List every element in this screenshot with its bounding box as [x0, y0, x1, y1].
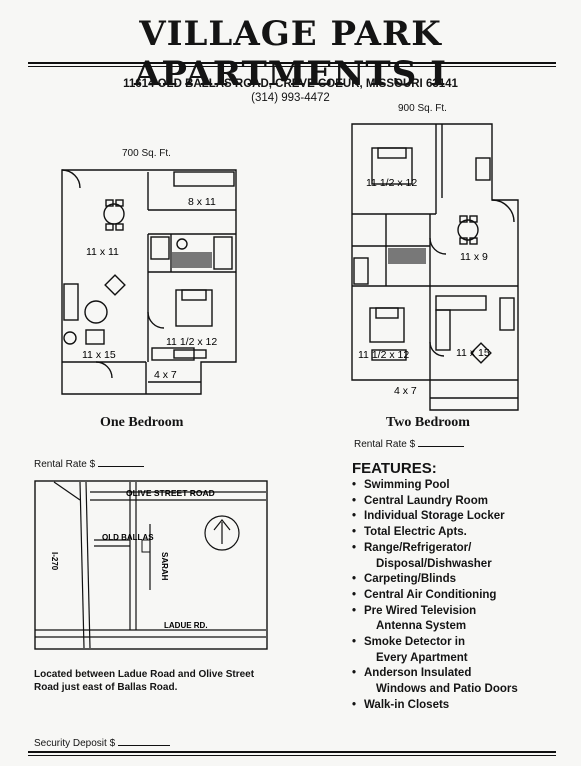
- two-bedroom-rental-rate: Rental Rate $: [354, 437, 464, 450]
- header-rule: [28, 62, 556, 64]
- features-title: FEATURES:: [352, 460, 437, 477]
- two-bedroom-sqft: 900 Sq. Ft.: [398, 103, 447, 114]
- room-balcony-2: 4 x 7: [394, 385, 417, 397]
- list-item: Carpeting/Blinds: [352, 572, 579, 588]
- security-deposit-blank: [117, 736, 170, 746]
- list-item: Individual Storage Locker: [352, 509, 579, 525]
- room-dining-2: 11 x 9: [460, 251, 488, 263]
- features-list: Swimming Pool Central Laundry Room Indiv…: [352, 478, 579, 714]
- i270-label: I-270: [50, 552, 59, 571]
- olive-road-label: OLIVE STREET ROAD: [126, 488, 215, 498]
- list-item: Central Laundry Room: [352, 494, 579, 510]
- location-description: Located between Ladue Road and Olive Str…: [34, 669, 255, 693]
- two-bedroom-label: Two Bedroom: [386, 415, 470, 430]
- one-bedroom-floor-plan: 8 x 11 11 x 11 11 x 15 11 1/2 x 12 4 x 7: [61, 169, 237, 395]
- page-title: VILLAGE PARK APARTMENTS I: [133, 14, 448, 94]
- location-map: OLIVE STREET ROAD OLD BALLAS SARAH I-270…: [34, 480, 268, 650]
- list-item: Walk-in Closets: [352, 698, 579, 714]
- footer-rule-thin: [28, 755, 556, 756]
- rental-rate-blank: [417, 437, 464, 447]
- rental-rate-blank: [97, 457, 144, 467]
- phone: (314) 993-4472: [251, 92, 330, 104]
- list-item: Swimming Pool: [352, 478, 579, 494]
- room-bedroom: 11 1/2 x 12: [166, 336, 217, 348]
- security-deposit: Security Deposit $: [34, 736, 170, 749]
- ladue-road-label: LADUE RD.: [164, 621, 208, 630]
- room-kitchen: 8 x 11: [188, 196, 216, 208]
- room-bedroom-1: 11 1/2 x 12: [366, 177, 417, 189]
- one-bedroom-sqft: 700 Sq. Ft.: [122, 148, 171, 159]
- old-ballas-label: OLD BALLAS: [102, 533, 154, 542]
- list-item: Total Electric Apts.: [352, 525, 579, 541]
- footer-rule: [28, 751, 556, 753]
- room-living: 11 x 15: [82, 349, 116, 361]
- sarah-label: SARAH: [160, 552, 169, 581]
- room-bedroom-2: 11 1/2 x 12: [358, 349, 409, 361]
- one-bedroom-rental-rate: Rental Rate $: [34, 457, 144, 470]
- list-item: Range/Refrigerator/Disposal/Dishwasher: [352, 541, 579, 572]
- room-living-2: 11 x 15: [456, 347, 490, 359]
- header-rule-thin: [28, 66, 556, 67]
- list-item: Central Air Conditioning: [352, 588, 579, 604]
- two-bedroom-floor-plan: 11 1/2 x 12 11 x 9 11 1/2 x 12 11 x 15 4…: [351, 123, 519, 411]
- room-balcony: 4 x 7: [154, 369, 177, 381]
- one-bedroom-label: One Bedroom: [100, 415, 184, 430]
- room-dining: 11 x 11: [86, 246, 119, 258]
- address: 11614 OLD BALLAS ROAD, CREVE COEUR, MISS…: [123, 78, 458, 90]
